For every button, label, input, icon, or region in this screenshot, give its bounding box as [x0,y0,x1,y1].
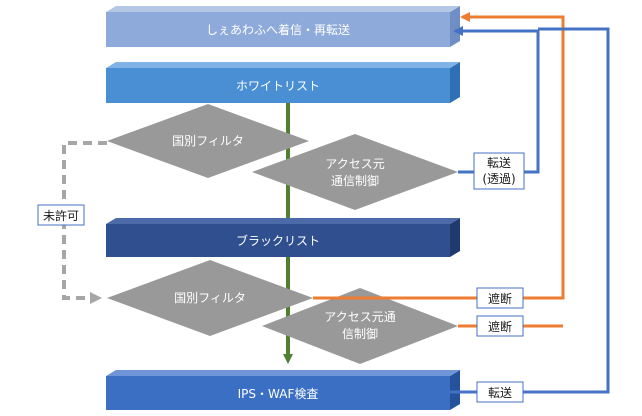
access-control-1-line2: 通信制御 [331,173,379,188]
diamond-country-filter-2: 国別フィルタ [107,260,313,336]
bar-ips-waf: IPS・WAF検査 [106,370,460,410]
bar-top-label: しぇあわふへ着信・再転送 [206,22,350,37]
forward-transparent-tag: 転送 (透過) [473,152,525,190]
bar-top: しぇあわふへ着信・再転送 [106,6,460,47]
country-filter-2-label: 国別フィルタ [174,291,246,305]
access-control-2-line1: アクセス元通 [324,310,395,324]
unallowed-label: 未許可 [43,209,79,223]
diamond-country-filter-1: 国別フィルタ [107,104,309,178]
forward-transparent-flow [453,26,540,174]
bar-blacklist: ブラックリスト [106,218,460,257]
forward-transparent-line2: (透過) [482,172,515,186]
block-tag-1: 遮断 [476,287,524,309]
bar-whitelist: ホワイトリスト [106,62,460,103]
forward-transparent-line1: 転送 [487,155,511,170]
forward-flow [450,27,610,394]
block-1-label: 遮断 [488,291,512,306]
diamond-access-control-1: アクセス元 通信制御 [252,134,458,210]
forward-tag: 転送 [476,381,524,403]
access-control-1-line1: アクセス元 [325,157,384,171]
bar-blacklist-label: ブラックリスト [236,233,320,248]
block-tag-2: 遮断 [476,315,524,337]
access-control-2-line2: 信制御 [342,326,378,341]
bar-whitelist-label: ホワイトリスト [236,79,320,93]
diamond-access-control-2: アクセス元通 信制御 [262,288,458,364]
block-2-label: 遮断 [488,319,512,334]
bar-ips-waf-label: IPS・WAF検査 [238,387,319,401]
forward-label: 転送 [488,385,512,400]
block-flow-1 [313,12,565,300]
unallowed-tag: 未許可 [37,204,85,226]
country-filter-1-label: 国別フィルタ [172,134,244,148]
